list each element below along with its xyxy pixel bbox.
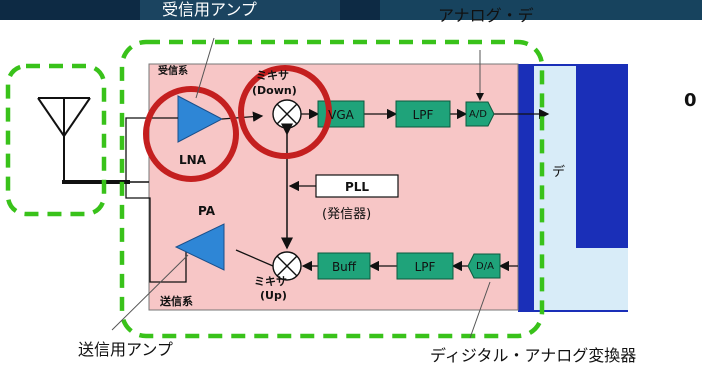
callout-dac: [469, 281, 491, 339]
mixer-highlight-circle: [238, 65, 332, 159]
vga-label: VGA: [328, 108, 354, 122]
tx-system-label: 送信系: [160, 295, 193, 308]
pa-label: PA: [198, 204, 215, 218]
dac-bottom-label: ディジタル・アナログ変換器: [430, 346, 637, 365]
antenna-icon: [37, 97, 91, 182]
lna-highlight-circle: [143, 86, 239, 182]
lpf-rx-label: LPF: [412, 108, 434, 122]
rf-section-outline: [119, 39, 545, 339]
da-converter-block: [467, 253, 501, 279]
lna-amplifier: [177, 95, 224, 143]
ad-label: A/D: [469, 109, 487, 120]
antenna-group-outline: [5, 63, 107, 217]
buff-label: Buff: [331, 260, 357, 274]
tx-amp-label: 送信用アンプ: [78, 340, 173, 359]
ad-converter-block: [465, 101, 495, 127]
lna-label: LNA: [179, 153, 206, 167]
pll-label: PLL: [344, 180, 370, 194]
rx-system-label: 受信系: [158, 66, 188, 77]
mixer-down: [272, 99, 302, 129]
callout-tx-amp: [111, 254, 189, 331]
mixer-up-label: ミキサ: [254, 275, 287, 288]
mixer-down-label: ミキサ: [256, 69, 289, 82]
mixer-down-sublabel: (Down): [252, 84, 297, 97]
oscillator-label: (発信器): [322, 207, 372, 222]
mixer-up-sublabel: (Up): [260, 289, 287, 302]
pa-amplifier: [174, 223, 225, 271]
callout-rx-amp: [195, 37, 215, 99]
da-label: D/A: [476, 261, 494, 272]
buff-block: [317, 252, 371, 280]
digital-partial-label: デ: [552, 165, 566, 180]
lpf-tx-block: [396, 252, 454, 280]
adc-top-label: アナログ・デ: [438, 6, 534, 25]
pll-block: [315, 174, 399, 198]
rx-amp-top-label: 受信用アンプ: [162, 0, 257, 19]
lpf-tx-label: LPF: [414, 260, 436, 274]
right-code-label: 0: [684, 90, 697, 111]
lpf-rx-block: [395, 100, 451, 128]
